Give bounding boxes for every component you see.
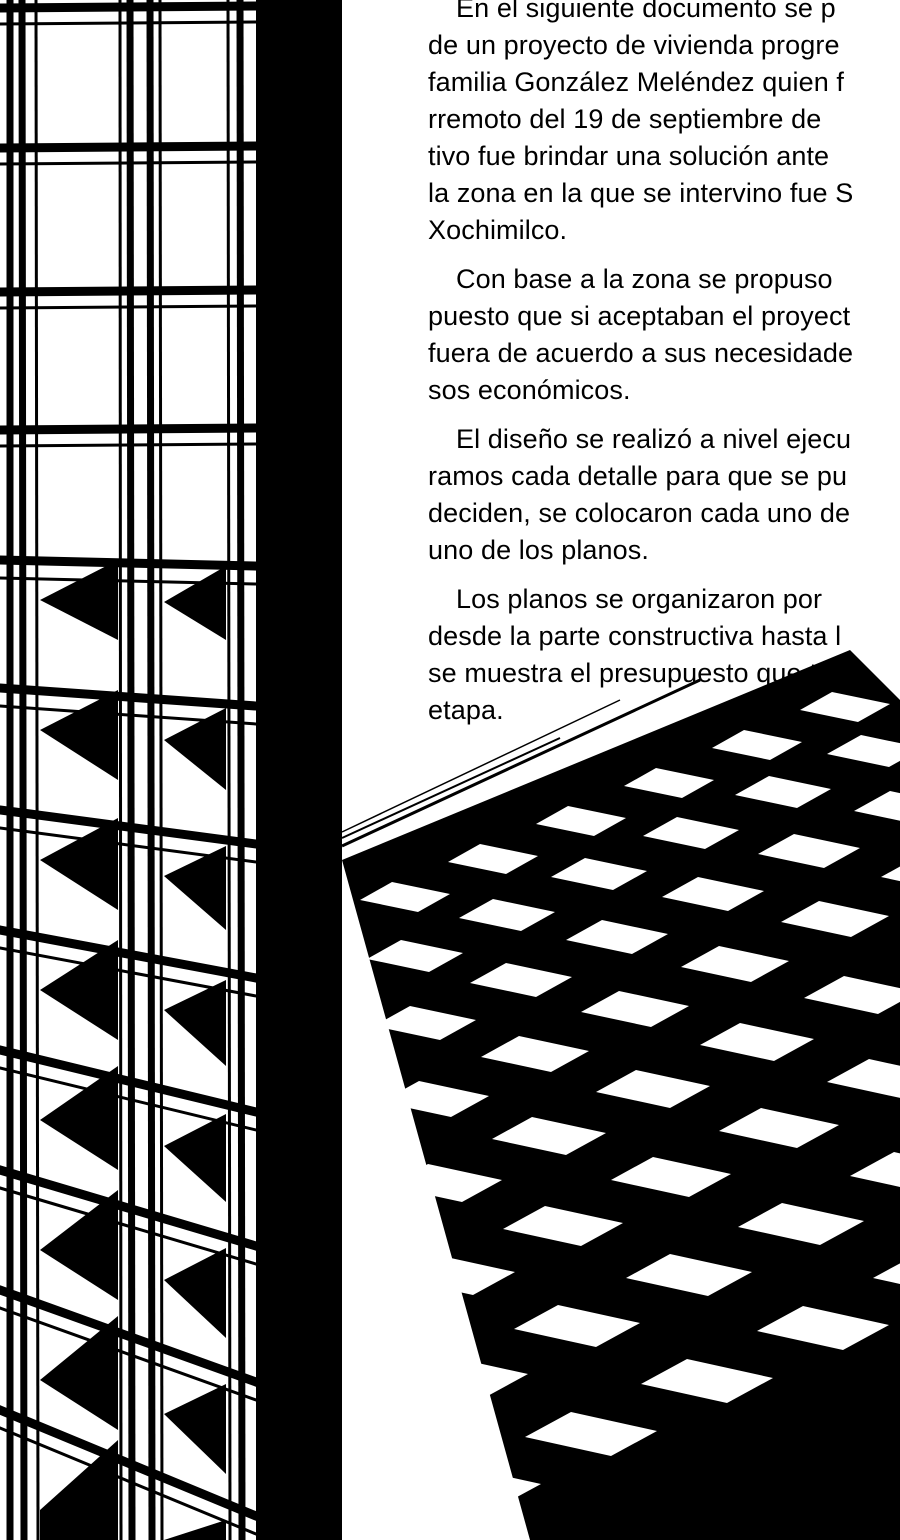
text-line: desde la parte constructiva hasta l bbox=[428, 621, 842, 651]
tower-frame bbox=[0, 0, 342, 1540]
body-paragraph: El diseño se realizó a nivel ejecu ramos … bbox=[428, 421, 900, 569]
text-line: etapa. bbox=[428, 695, 504, 725]
text-line: sos económicos. bbox=[428, 375, 631, 405]
text-line: ramos cada detalle para que se pu bbox=[428, 461, 848, 491]
body-paragraph: Con base a la zona se propuso puesto que … bbox=[428, 261, 900, 409]
body-paragraph: En el siguiente documento se p de un proy… bbox=[428, 0, 900, 249]
text-line: tivo fue brindar una solución ante bbox=[428, 141, 830, 171]
text-line: rremoto del 19 de septiembre de bbox=[428, 104, 822, 134]
text-line: uno de los planos. bbox=[428, 535, 649, 565]
text-line: fuera de acuerdo a sus necesidade bbox=[428, 338, 854, 368]
text-line: de un proyecto de vivienda progre bbox=[428, 30, 840, 60]
text-line: familia González Meléndez quien f bbox=[428, 67, 845, 97]
tower-main-column bbox=[256, 0, 342, 1540]
text-line: la zona en la que se intervino fue S bbox=[428, 178, 854, 208]
slab-top-edge bbox=[341, 678, 701, 848]
tower-cell-shading bbox=[40, 560, 226, 1540]
text-line: Con base a la zona se propuso bbox=[456, 264, 833, 294]
slab-openings bbox=[360, 692, 900, 1509]
text-line: Los planos se organizaron por bbox=[456, 584, 823, 614]
text-line: deciden, se colocaron cada uno de bbox=[428, 498, 851, 528]
body-paragraph: Los planos se organizaron por desde la pa… bbox=[428, 581, 900, 729]
text-line: Xochimilco. bbox=[428, 215, 568, 245]
text-line: puesto que si aceptaban el proyect bbox=[428, 301, 851, 331]
ground-slab bbox=[341, 650, 900, 1540]
text-line: El diseño se realizó a nivel ejecu bbox=[456, 424, 852, 454]
text-line: En el siguiente documento se p bbox=[456, 0, 836, 23]
intro-text-column: En el siguiente documento se p de un proy… bbox=[428, 0, 900, 741]
text-line: se muestra el presupuesto que tam bbox=[428, 658, 855, 688]
